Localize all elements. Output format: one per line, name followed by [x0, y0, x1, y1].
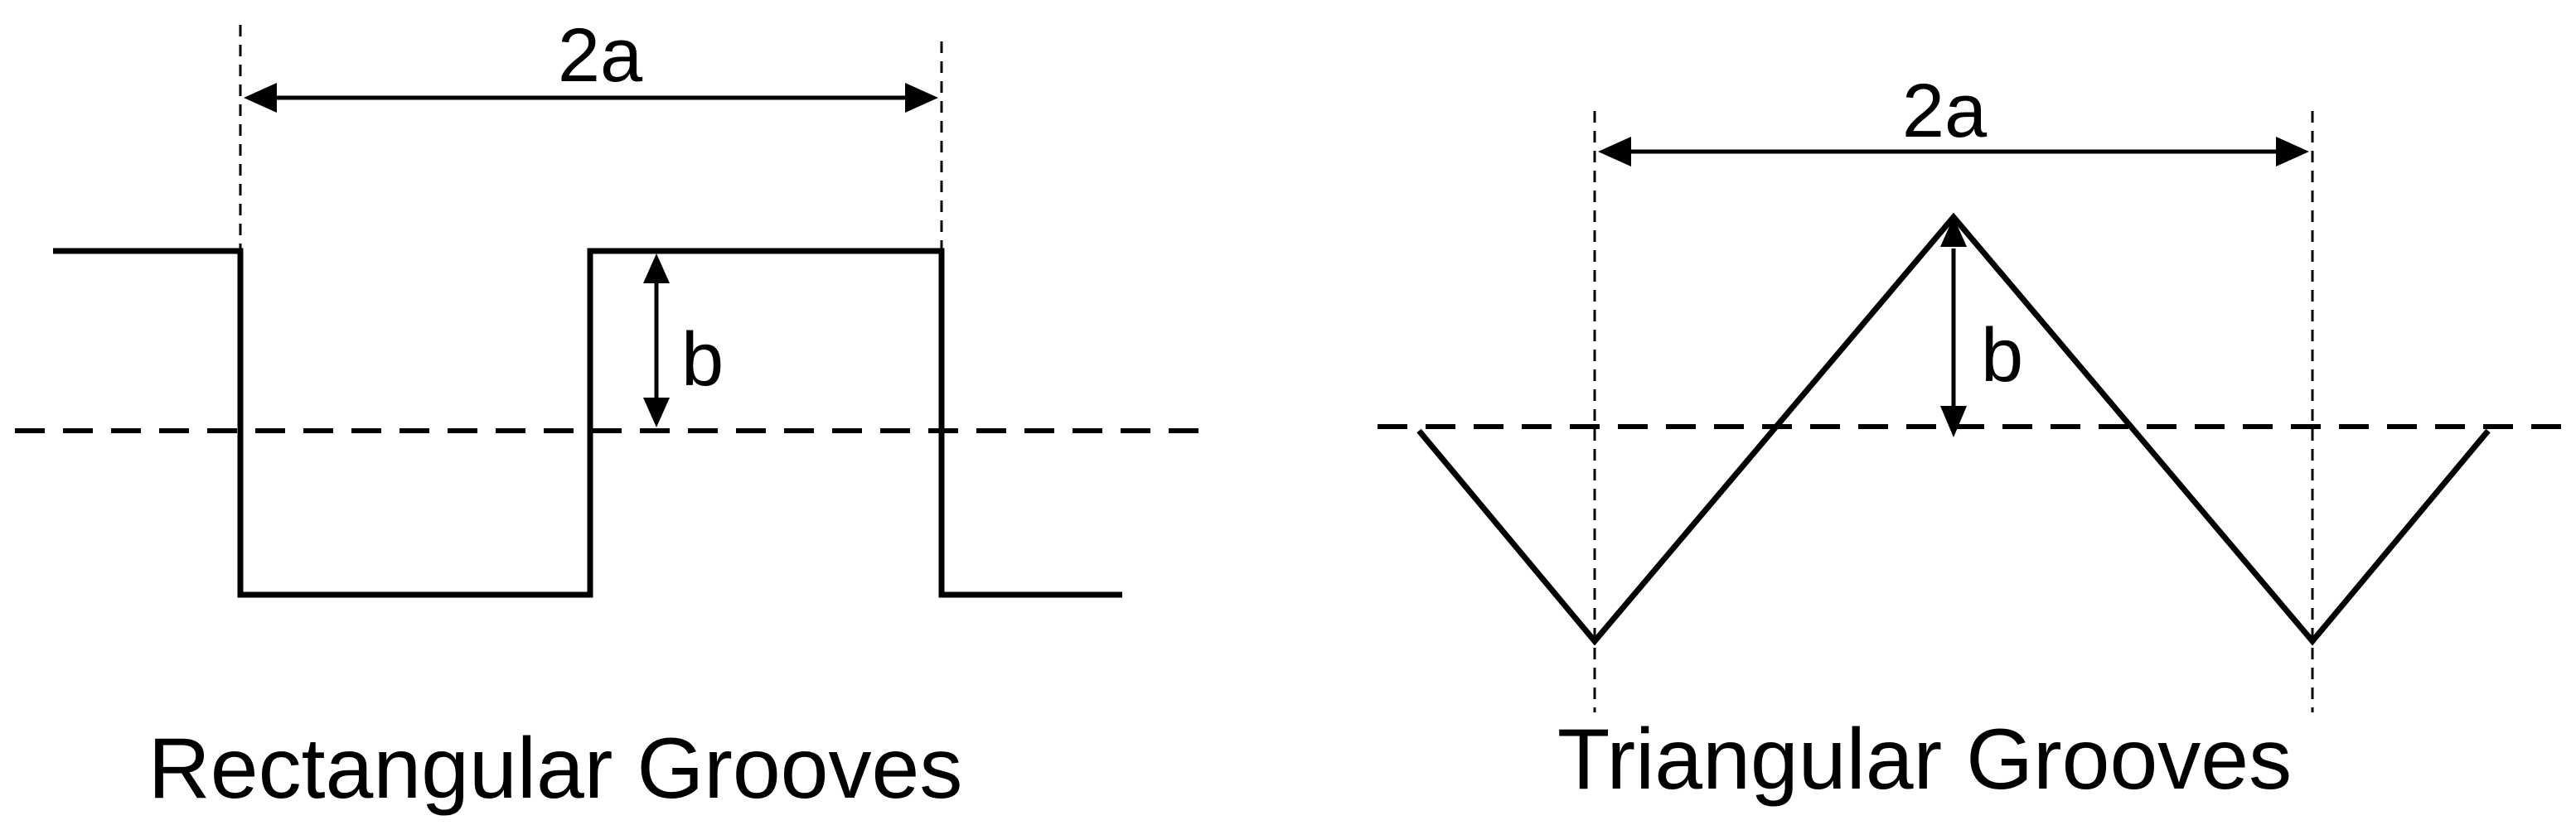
- rect-groove-profile: [53, 248, 1122, 598]
- rect-period-dimension: [244, 83, 938, 113]
- tri-depth-dimension: [1940, 217, 1967, 437]
- rect-caption: Rectangular Grooves: [148, 721, 963, 817]
- rect-period-label: 2a: [558, 13, 643, 98]
- tri-period-label: 2a: [1902, 69, 1988, 153]
- rect-depth-label: b: [681, 317, 724, 402]
- rectangular-grooves-panel: 2a b Rectangular Grooves: [15, 13, 1208, 817]
- tri-caption: Triangular Grooves: [1557, 712, 2292, 808]
- tri-depth-label: b: [1981, 313, 2023, 398]
- triangular-grooves-panel: 2a b Triangular Grooves: [1378, 69, 2576, 808]
- tri-period-dimension: [1598, 137, 2309, 166]
- rect-depth-dimension: [643, 253, 670, 427]
